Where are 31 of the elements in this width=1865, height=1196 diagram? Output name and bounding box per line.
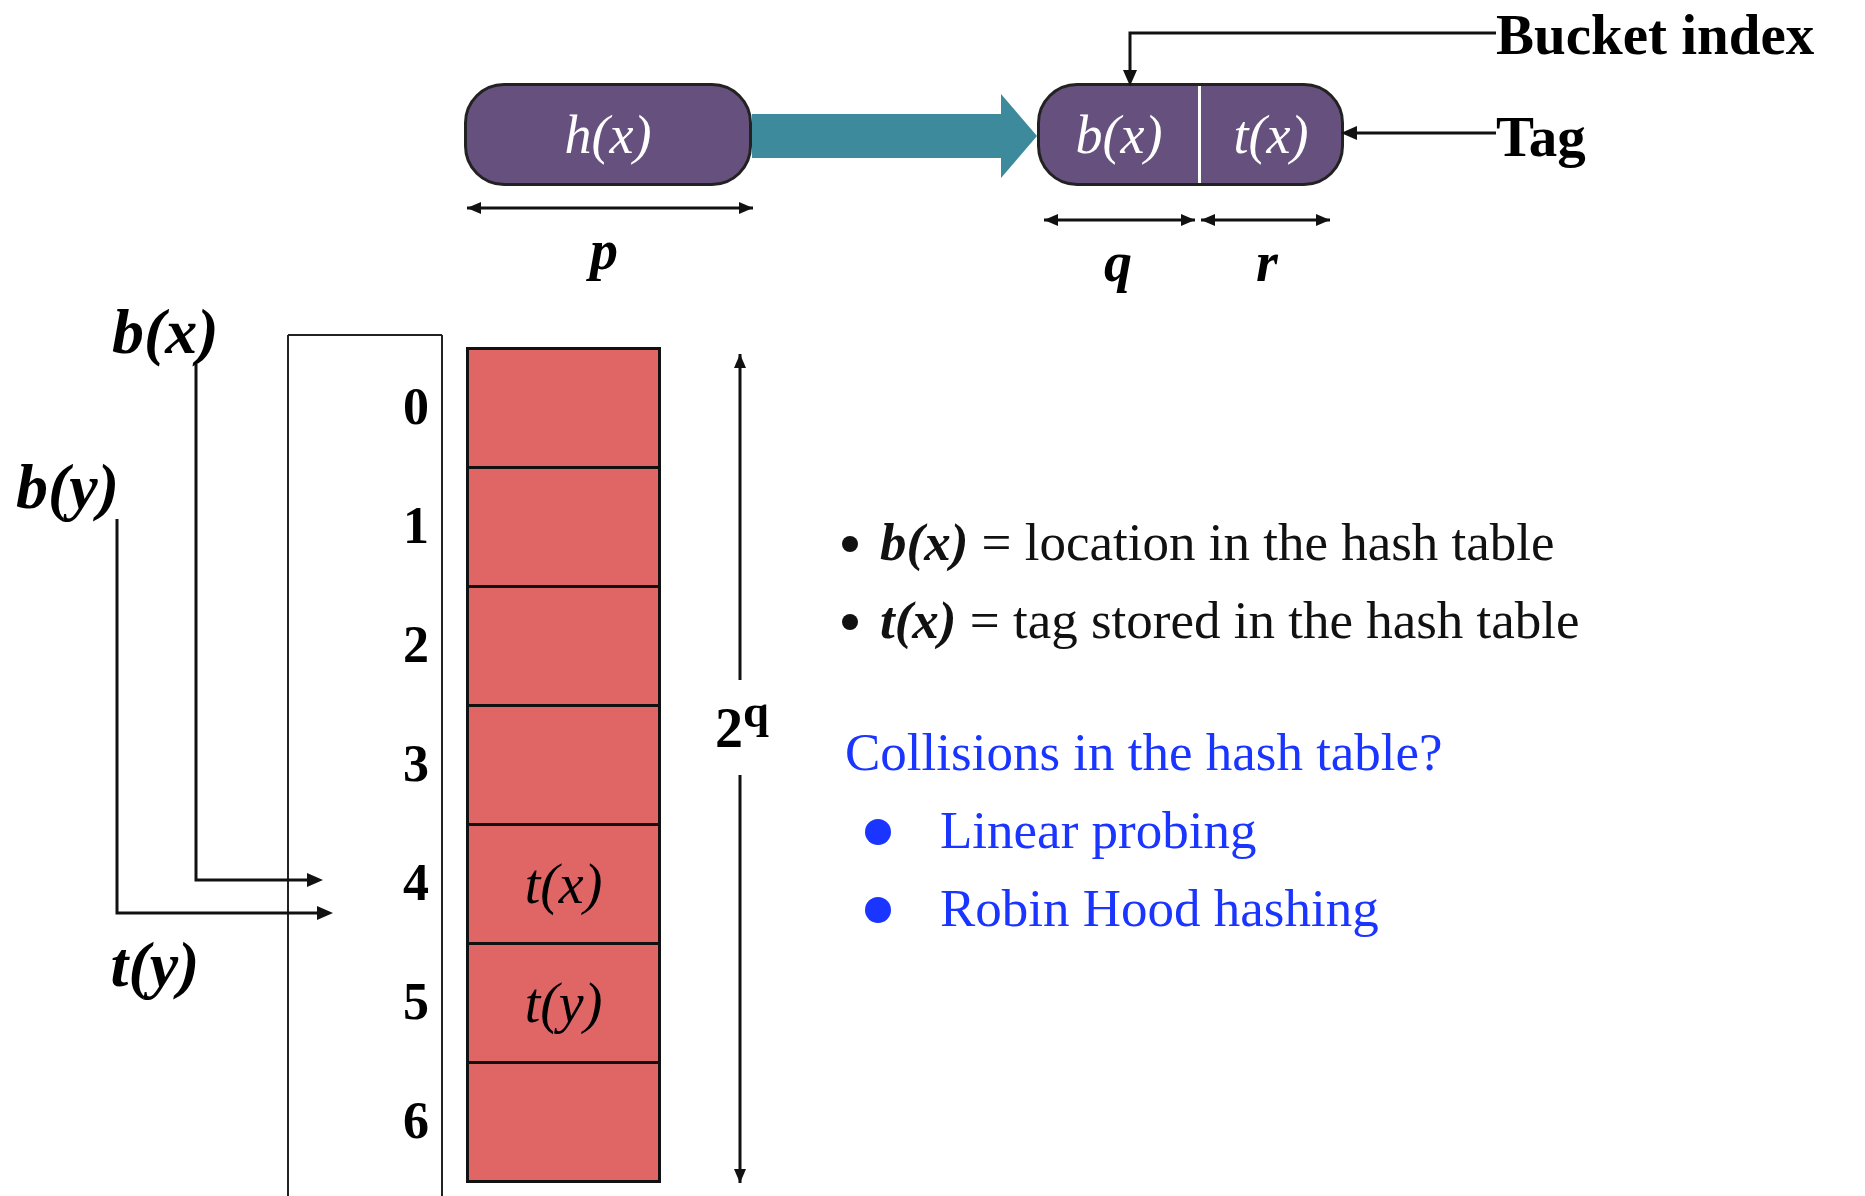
table-slot <box>466 585 661 707</box>
table-slot <box>466 704 661 826</box>
callout-label: Bucket index <box>1496 6 1815 63</box>
dimension-label: r <box>1256 234 1278 290</box>
arrow <box>1123 31 1496 86</box>
row-index: 6 <box>402 1095 430 1147</box>
question-text: Collisions in the hash table? <box>845 726 1443 779</box>
row-index: 0 <box>402 381 430 433</box>
row-index: 2 <box>402 619 430 671</box>
row-index: 1 <box>402 500 430 552</box>
tag-part: t(x) <box>1201 86 1341 183</box>
bullet-text: Linear probing <box>940 804 1257 857</box>
table-slot <box>466 347 661 469</box>
arrow <box>115 519 333 920</box>
arrow <box>194 364 323 887</box>
bullet-text: Robin Hood hashing <box>940 882 1379 935</box>
table-slot <box>466 1061 661 1183</box>
row-index: 3 <box>402 738 430 790</box>
block-arrow <box>752 94 1037 178</box>
arrow <box>1341 126 1496 140</box>
split-hash-pill <box>1037 83 1344 186</box>
row-index: 5 <box>402 976 430 1028</box>
bucket-part: b(x) <box>1040 86 1201 183</box>
bullet-text: b(x) = location in the hash table <box>880 516 1555 569</box>
table-slot <box>466 466 661 588</box>
dimension-label: 2$^{q}$ <box>715 688 769 756</box>
row-index: 4 <box>402 857 430 909</box>
hash-value-pill: h(x) <box>464 83 752 186</box>
table-slot: t(x) <box>466 823 661 945</box>
bullet-text: t(x) = tag stored in the hash table <box>880 594 1580 647</box>
table-slot: t(y) <box>466 942 661 1064</box>
